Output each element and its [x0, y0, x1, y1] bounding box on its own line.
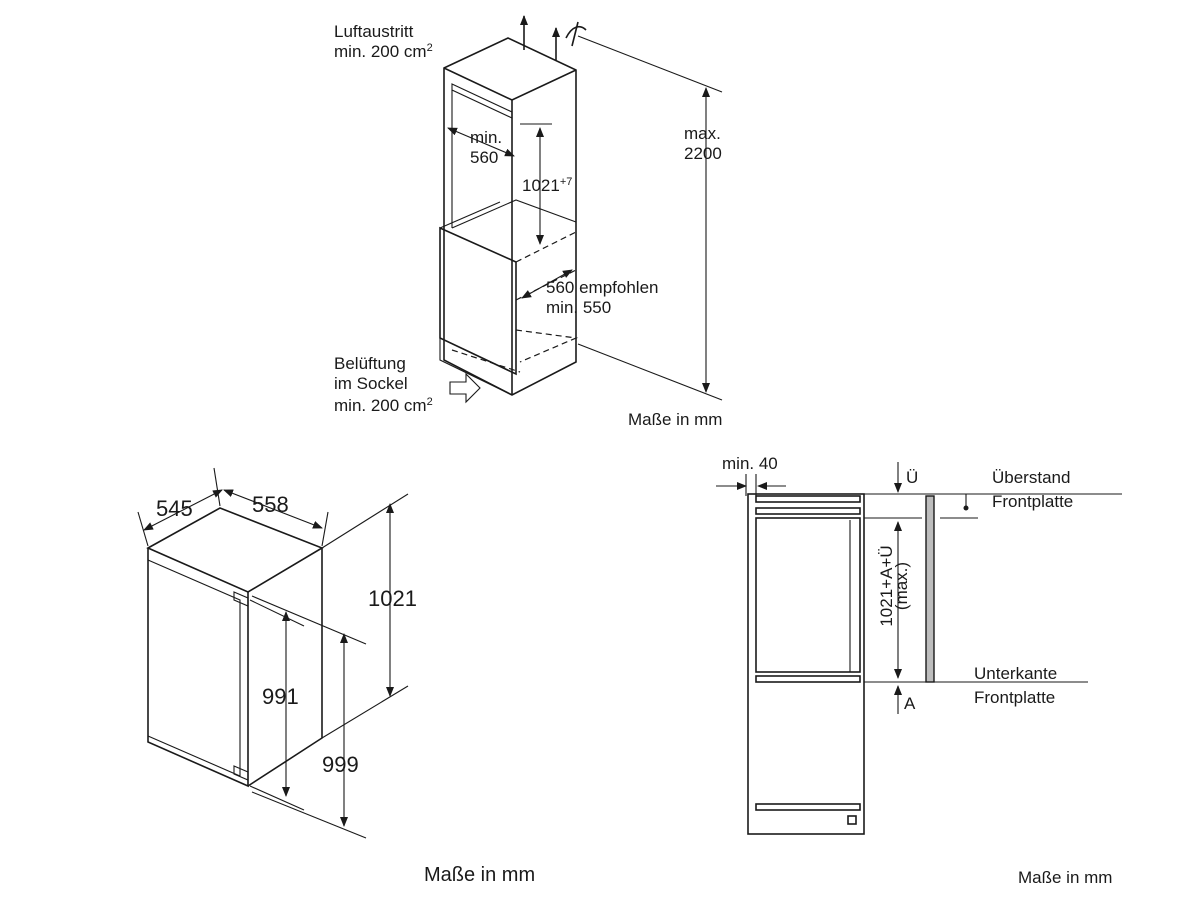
- right-units-label: Maße in mm: [1018, 868, 1113, 887]
- front-height-note: (max.): [892, 561, 911, 611]
- door-height-label: 991: [262, 684, 299, 709]
- lower-symbol: A: [904, 694, 916, 713]
- depth-label: 545: [156, 496, 193, 521]
- niche-depth-value: 560: [470, 148, 499, 167]
- overhang-title-line1: Überstand: [992, 468, 1071, 487]
- niche-depth-min-label: min.: [470, 128, 503, 147]
- top-units-label: Maße in mm: [628, 410, 723, 429]
- lower-edge-line2: Frontplatte: [974, 688, 1056, 707]
- niche-height-label: 1021+7: [522, 176, 573, 195]
- min-gap-label: min. 40: [722, 454, 778, 473]
- width-label: 558: [252, 492, 289, 517]
- air-outlet-title: Luftaustritt: [334, 22, 414, 41]
- ventilation-area: min. 200 cm2: [334, 396, 433, 415]
- niche-isometric-drawing: [439, 15, 723, 404]
- total-height-value: 2200: [684, 144, 722, 163]
- appliance-isometric-drawing: [137, 467, 409, 839]
- ventilation-line2: im Sockel: [334, 374, 408, 393]
- lower-edge-line1: Unterkante: [974, 664, 1058, 683]
- air-outlet-area: min. 200 cm2: [334, 42, 433, 61]
- total-height-label: max.: [684, 124, 721, 143]
- height-label: 1021: [368, 586, 417, 611]
- floor-height-label: 999: [322, 752, 359, 777]
- overhang-symbol: Ü: [906, 468, 919, 487]
- overhang-title-line2: Frontplatte: [992, 492, 1074, 511]
- niche-width-recommended: 560 empfohlen: [546, 278, 659, 297]
- side-section-drawing: [716, 462, 1122, 835]
- left-units-label: Maße in mm: [424, 864, 536, 886]
- ventilation-line1: Belüftung: [334, 354, 406, 373]
- niche-width-min: min. 550: [546, 298, 612, 317]
